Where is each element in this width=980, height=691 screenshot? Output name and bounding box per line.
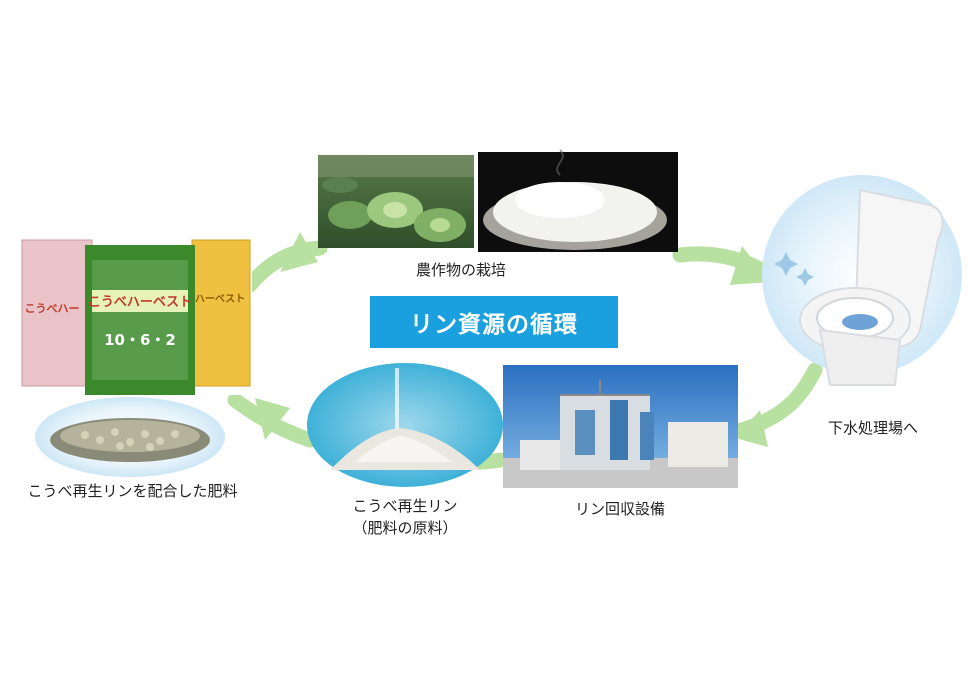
bag-left-name: こうべハー xyxy=(25,302,80,315)
arrowhead-right xyxy=(735,410,768,447)
crops-label: 農作物の栽培 xyxy=(415,261,506,279)
arrowhead-top-right xyxy=(730,246,770,285)
arrowhead-left xyxy=(255,398,290,440)
cycle-arrowheads xyxy=(255,232,770,447)
bag-right-name: ハーベスト xyxy=(195,293,245,305)
recycled-phosphorus-line1: こうべ再生リン xyxy=(352,497,458,515)
fertilizer-pellets-photo xyxy=(35,397,225,477)
cabbage-field-photo xyxy=(318,155,474,248)
recycled-phosphorus-line2: （肥料の原料） xyxy=(352,519,458,537)
cycle-title: リン資源の循環 xyxy=(370,296,618,348)
fertilizer-label: こうべ再生リンを配合した肥料 xyxy=(27,482,238,500)
rice-bowl-photo xyxy=(478,149,678,252)
recycled-phosphorus-photo xyxy=(307,363,503,487)
cycle-arrow-right xyxy=(727,362,823,440)
sparkle-icon xyxy=(774,252,814,286)
recovery-label: リン回収設備 xyxy=(574,500,665,518)
recovery-plant-photo xyxy=(503,365,738,488)
bag-numbers: 10・6・2 xyxy=(104,331,176,349)
fertilizer-bags-photo: こうべハーベスト 10・6・2 こうべハー ハーベスト xyxy=(21,233,252,395)
toilet-illustration xyxy=(762,175,962,386)
arrowhead-top-left xyxy=(280,232,318,272)
toilet-label: 下水処理場へ xyxy=(827,419,918,437)
cycle-arrow-top-left xyxy=(242,240,328,293)
toilet-icon xyxy=(799,188,944,386)
bag-front-name: こうべハーベスト xyxy=(88,295,192,310)
recycled-phosphorus-label: こうべ再生リン （肥料の原料） xyxy=(335,495,475,539)
